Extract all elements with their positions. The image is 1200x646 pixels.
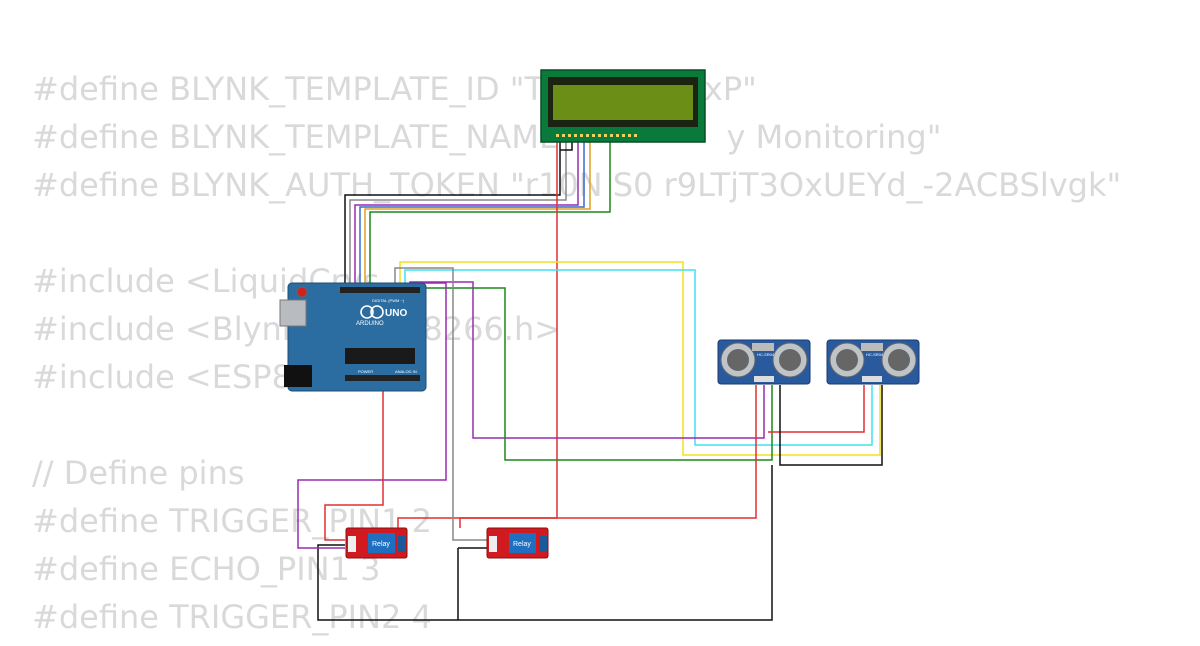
wire-black[interactable] (560, 140, 573, 151)
sensor-label: HC-SR04 (757, 352, 775, 357)
wire-gray[interactable] (394, 267, 487, 541)
code-line: #define BLYNK_AUTH_TOKEN "r10N S0 r9LTjT… (32, 166, 1122, 204)
wire-orange[interactable] (364, 140, 591, 292)
wire-purple[interactable] (354, 140, 579, 292)
wire-purple[interactable] (409, 281, 765, 439)
microcontroller-chip (345, 348, 415, 364)
code-line: #define BLYNK_TEMPLATE_NAME " y Monitori… (32, 118, 942, 156)
wire-red[interactable] (459, 385, 757, 528)
arduino-brand-label: ARDUINO (356, 321, 384, 327)
wires (297, 140, 883, 621)
digital-label: DIGITAL (PWM ~) (372, 298, 405, 303)
lcd-pin-header (556, 134, 637, 137)
relay-module-1[interactable]: Relay (345, 527, 408, 559)
wire-yellow[interactable] (399, 261, 881, 456)
analog-label: ANALOG IN (395, 369, 417, 374)
arduino-logo-icon (370, 305, 384, 319)
wire-cyan[interactable] (404, 269, 873, 446)
arduino-uno-board[interactable]: UNO ARDUINO DIGITAL (PWM ~) POWER ANALOG… (279, 282, 427, 392)
power-label: POWER (358, 369, 373, 374)
wire-red[interactable] (768, 385, 865, 433)
wire-black[interactable] (317, 465, 773, 621)
wire-black[interactable] (344, 140, 561, 292)
relay-module-2[interactable]: Relay (486, 527, 549, 559)
relay-label: Relay (372, 541, 390, 548)
digital-header (340, 287, 420, 293)
wire-gray[interactable] (349, 140, 567, 292)
circuit-diagram: UNO ARDUINO DIGITAL (PWM ~) POWER ANALOG… (279, 69, 920, 621)
wire-green[interactable] (369, 140, 611, 292)
wire-black[interactable] (779, 385, 883, 466)
code-line: #define BLYNK_TEMPLATE_ID "TM xP" (32, 70, 757, 108)
arduino-logo-icon (360, 305, 374, 319)
reset-button[interactable] (296, 286, 308, 298)
code-line: #define ECHO_PIN1 3 (32, 550, 381, 588)
lcd-screen (553, 85, 693, 120)
ultrasonic-sensor-2[interactable]: HC-SR04 (826, 339, 920, 385)
usb-port (279, 299, 307, 327)
analog-header (345, 375, 420, 381)
sensor-label: HC-SR04 (866, 352, 884, 357)
lcd-display[interactable] (540, 69, 706, 143)
power-jack (284, 365, 312, 387)
wire-red[interactable] (324, 390, 384, 541)
arduino-model-label: UNO (385, 308, 407, 319)
wire-blue[interactable] (359, 140, 585, 292)
ultrasonic-sensor-1[interactable]: HC-SR04 (717, 339, 811, 385)
code-line: // Define pins (32, 454, 245, 492)
relay-label: Relay (513, 541, 531, 548)
